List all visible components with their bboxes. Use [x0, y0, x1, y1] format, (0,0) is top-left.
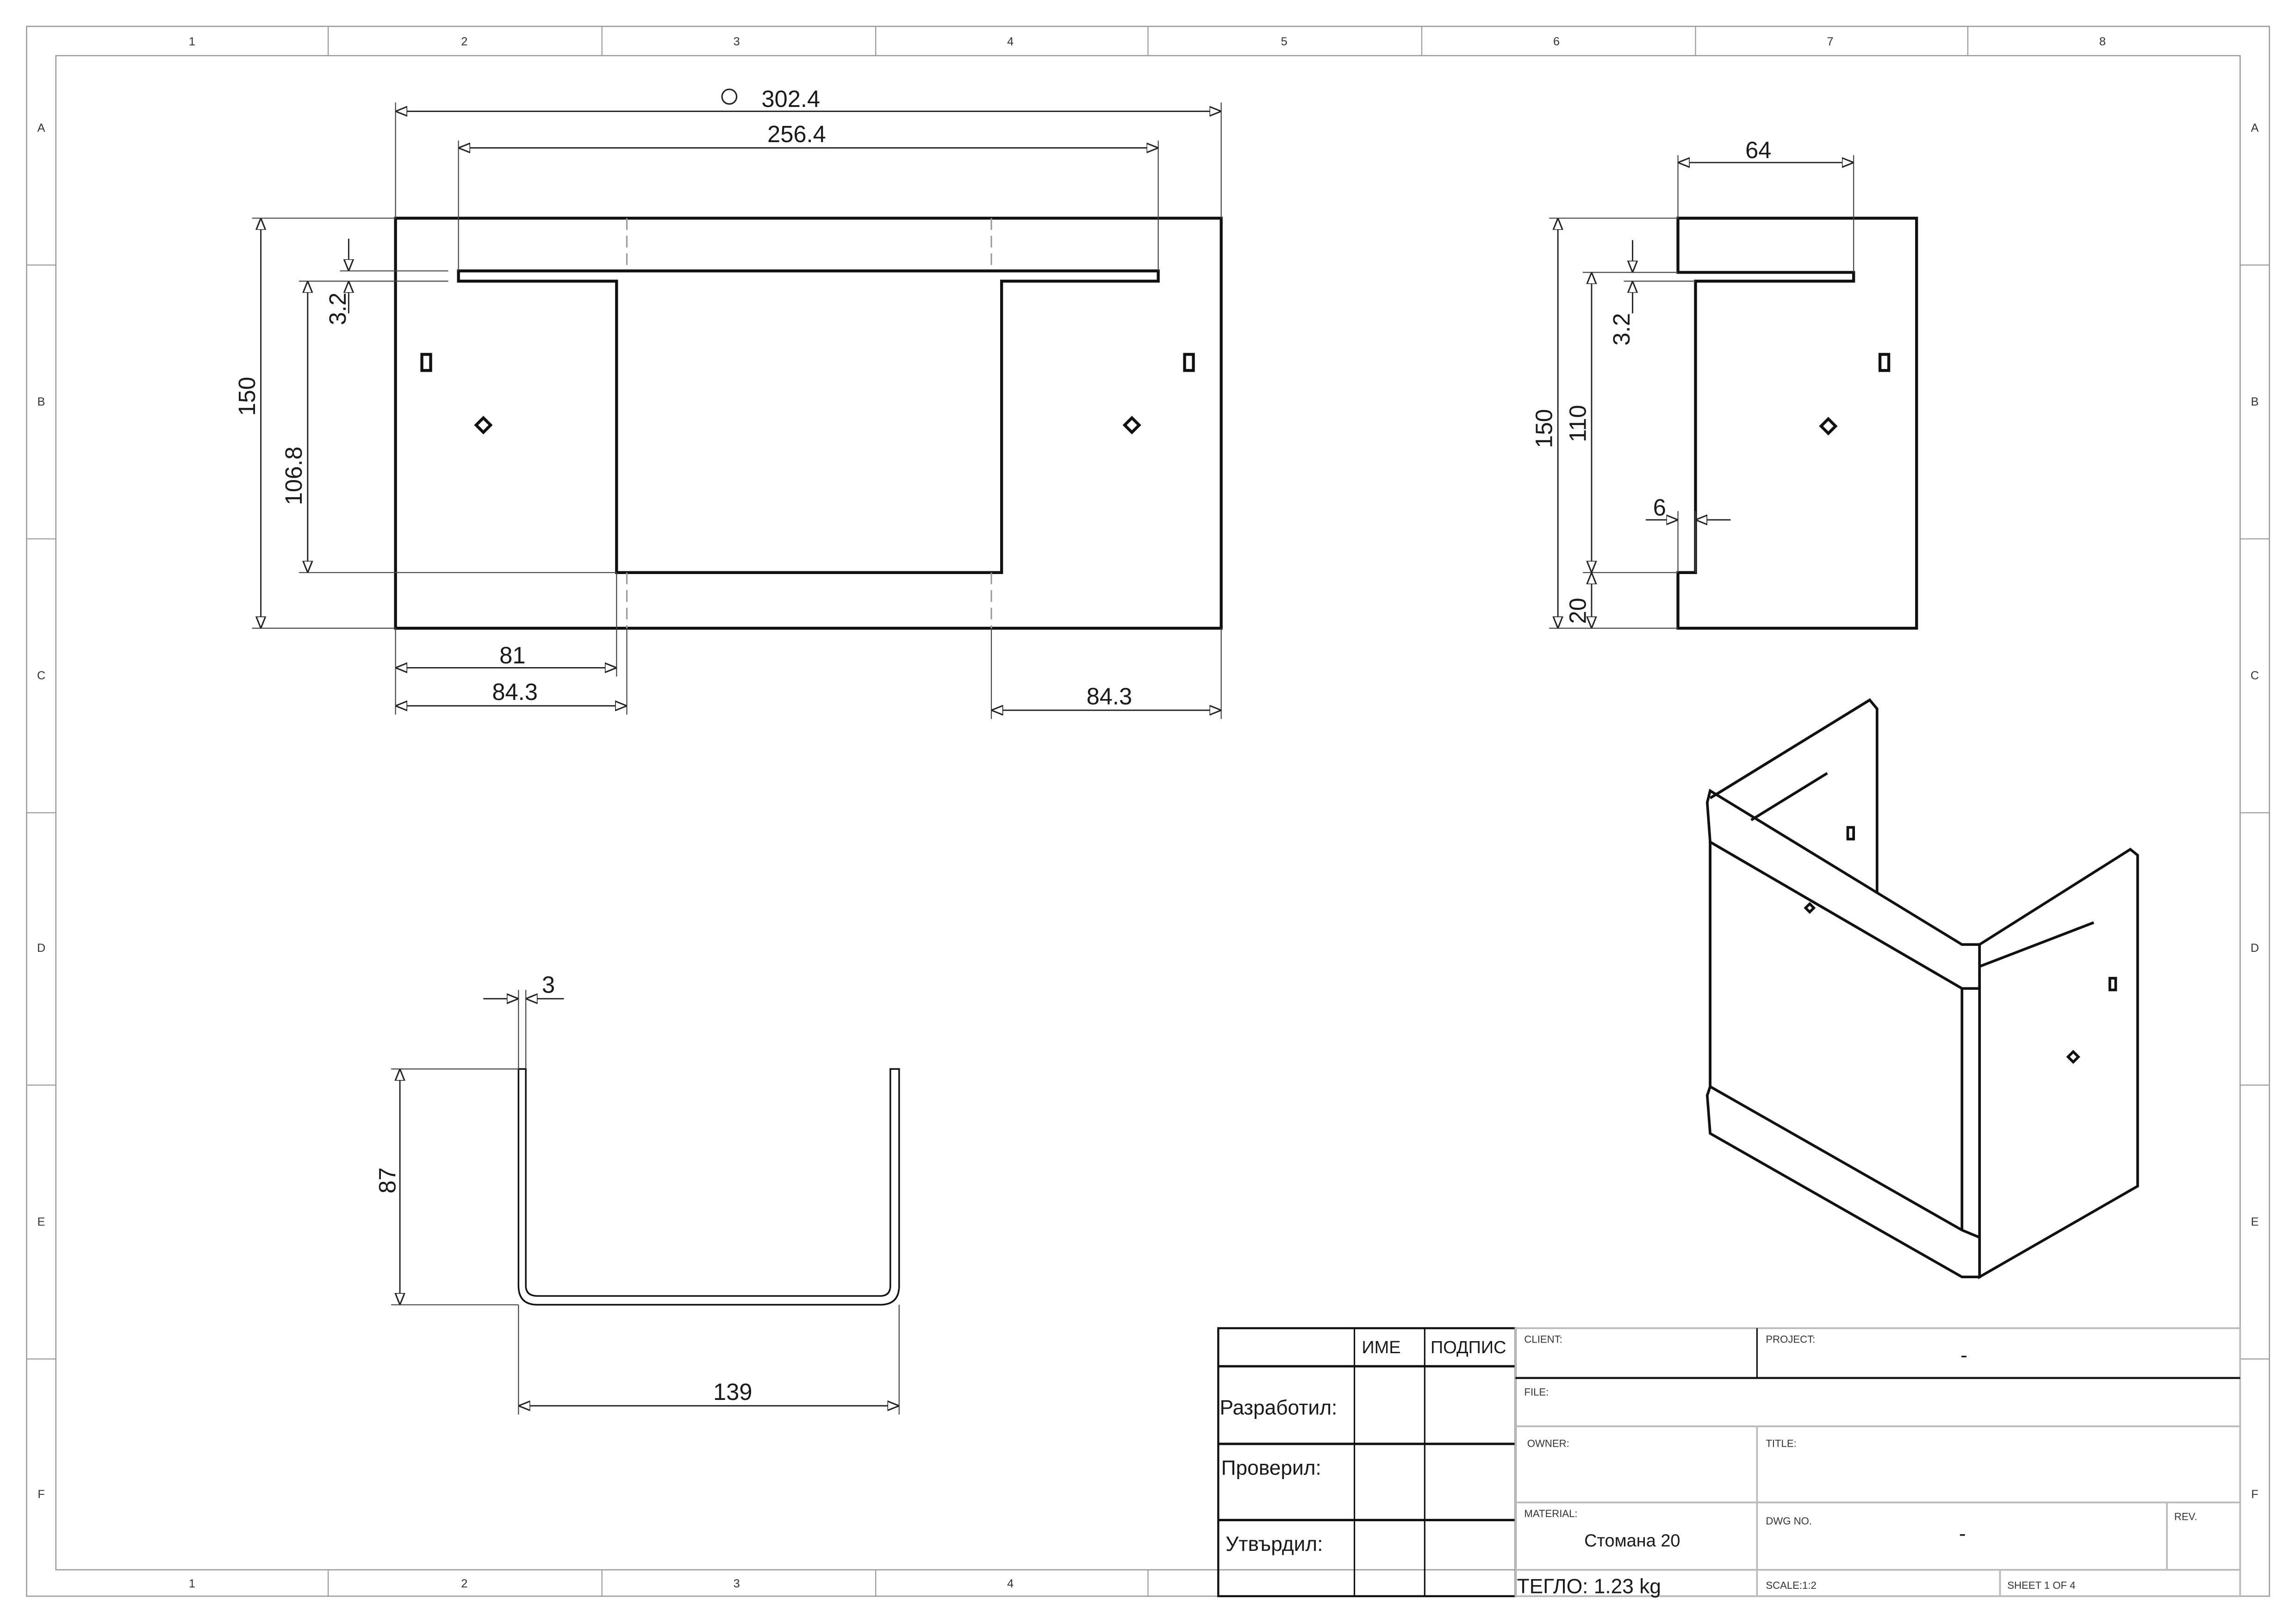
approved-by-label: Утвърдил: — [1226, 1533, 1323, 1555]
zone-label: E — [37, 1216, 45, 1229]
dim-height: 150 — [234, 377, 260, 416]
dim-tab-height: 20 — [1564, 598, 1591, 624]
zone-label: A — [2251, 122, 2259, 135]
zone-label: C — [2251, 669, 2259, 682]
dim-overall-width: 302.4 — [761, 86, 820, 112]
zone-label: D — [37, 942, 45, 955]
dwg-no-value: - — [1959, 1523, 1966, 1545]
front-view: 302.4 256.4 150 3.2 106.8 81 84.3 84.3 — [234, 86, 1223, 719]
dim-side-thickness: 3.2 — [1608, 313, 1635, 345]
zone-label: 8 — [2099, 35, 2106, 48]
developed-by-label: Разработил: — [1220, 1397, 1337, 1419]
scale-value: SCALE:1:2 — [1766, 1580, 1816, 1591]
slot-hole — [420, 353, 432, 372]
zone-label: B — [2251, 395, 2259, 408]
zone-label: 2 — [461, 35, 467, 48]
zone-label: F — [37, 1488, 44, 1501]
dim-inner-width: 256.4 — [767, 121, 826, 147]
owner-label: OWNER: — [1527, 1437, 1569, 1449]
dim-bottom-thickness: 3 — [542, 972, 555, 998]
zone-label: D — [2251, 942, 2259, 955]
zone-label: 5 — [1281, 35, 1288, 48]
rev-label: REV. — [2174, 1511, 2197, 1522]
dim-bottom-height: 87 — [374, 1168, 401, 1193]
project-label: PROJECT: — [1766, 1334, 1815, 1345]
dim-left-flange: 81 — [499, 642, 525, 668]
zone-label: A — [37, 122, 45, 135]
dim-inner-height: 110 — [1564, 405, 1591, 443]
dim-side-height: 150 — [1531, 409, 1557, 448]
slot-hole — [1878, 353, 1891, 372]
zone-label: 3 — [734, 1577, 740, 1590]
zone-label: 4 — [1007, 35, 1014, 48]
zone-label: 6 — [1553, 35, 1560, 48]
diamond-hole — [1819, 417, 1838, 436]
project-value: - — [1960, 1344, 1967, 1367]
checked-by-label: Проверил: — [1221, 1456, 1321, 1479]
dim-tab-width: 6 — [1653, 494, 1666, 520]
zone-label: B — [37, 395, 45, 408]
dwg-no-label: DWG NO. — [1766, 1515, 1812, 1527]
dim-flange-width: 64 — [1745, 137, 1771, 163]
zone-label: 1 — [189, 1577, 195, 1590]
zone-label: 2 — [461, 1577, 467, 1590]
zone-label: E — [2251, 1216, 2259, 1229]
dim-cutout-height: 106.8 — [280, 447, 307, 506]
title-block: ИМЕ ПОДПИС Разработил: Проверил: Утвърди… — [1217, 1327, 2241, 1598]
header-name: ИМЕ — [1362, 1338, 1400, 1357]
dim-left-offset: 84.3 — [492, 679, 538, 705]
file-label: FILE: — [1524, 1387, 1549, 1398]
material-label: MATERIAL: — [1524, 1508, 1577, 1519]
zone-label: 3 — [734, 35, 740, 48]
dim-bottom-width: 139 — [713, 1379, 752, 1405]
zone-label: 7 — [1827, 35, 1834, 48]
dim-thickness: 3.2 — [324, 293, 351, 325]
zone-label: 4 — [1007, 1577, 1014, 1590]
side-view: 64 150 110 3.2 6 20 — [1531, 137, 1918, 630]
weight-value: ТЕГЛО: 1.23 kg — [1517, 1575, 1661, 1598]
material-value: Стомана 20 — [1584, 1531, 1680, 1550]
isometric-view — [1705, 698, 2139, 1280]
sheet-number: SHEET 1 OF 4 — [2007, 1580, 2075, 1591]
dim-right-offset: 84.3 — [1087, 683, 1132, 710]
unfold-symbol-icon — [721, 88, 738, 105]
slot-hole — [1183, 353, 1195, 372]
zone-label: C — [37, 669, 45, 682]
diamond-hole — [1122, 416, 1141, 435]
header-signature: ПОДПИС — [1431, 1338, 1506, 1357]
client-label: CLIENT: — [1524, 1334, 1562, 1345]
zone-label: F — [2251, 1488, 2258, 1501]
title-label: TITLE: — [1766, 1437, 1796, 1449]
diamond-hole — [474, 416, 493, 435]
zone-label: 1 — [189, 35, 195, 48]
bottom-view: 3 87 139 — [374, 972, 900, 1415]
